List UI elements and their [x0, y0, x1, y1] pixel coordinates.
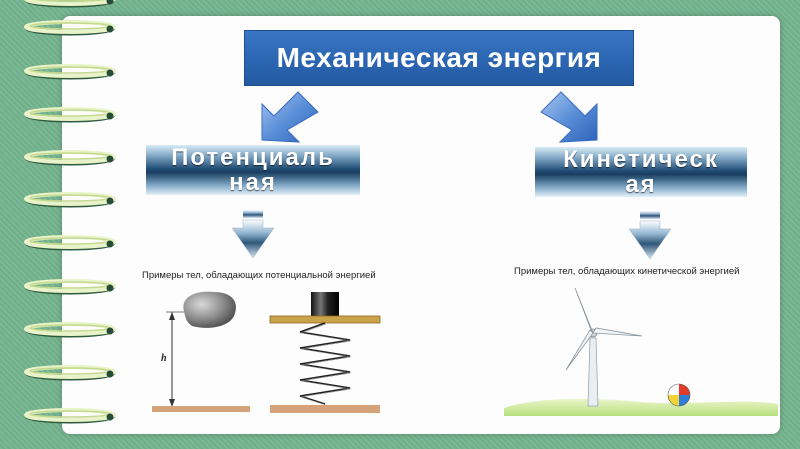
kinetic-examples-caption: Примеры тел, обладающих кинетической эне…	[514, 266, 740, 277]
rock-example	[152, 291, 250, 412]
blue-arrow-icon	[540, 91, 598, 143]
rock-icon	[183, 291, 236, 328]
weight-icon	[311, 292, 339, 316]
spring-example	[269, 292, 381, 413]
spring-icon	[299, 322, 352, 406]
potential-energy-label-line1: Потенциаль	[171, 145, 335, 171]
height-label: h	[161, 353, 167, 364]
kinetic-energy-box: Кинетическ ая	[535, 147, 747, 197]
spiral-binding	[24, 0, 116, 424]
kinetic-energy-label-line2: ая	[625, 171, 657, 197]
page-title: Механическая энергия	[244, 30, 634, 86]
wind-turbine-icon	[565, 287, 643, 407]
kinetic-example	[504, 287, 778, 416]
potential-examples-caption: Примеры тел, обладающих потенциальной эн…	[142, 270, 376, 281]
gradient-down-arrow-icon	[628, 211, 672, 260]
potential-energy-label-line2: ная	[229, 169, 277, 195]
gradient-down-arrow-icon	[231, 210, 275, 259]
potential-energy-box: Потенциаль ная	[146, 145, 360, 195]
kinetic-energy-label-line1: Кинетическ	[563, 147, 719, 173]
beach-ball-icon	[667, 383, 691, 407]
spiral-ring-icon	[24, 0, 116, 424]
blue-arrow-icon	[261, 91, 319, 143]
